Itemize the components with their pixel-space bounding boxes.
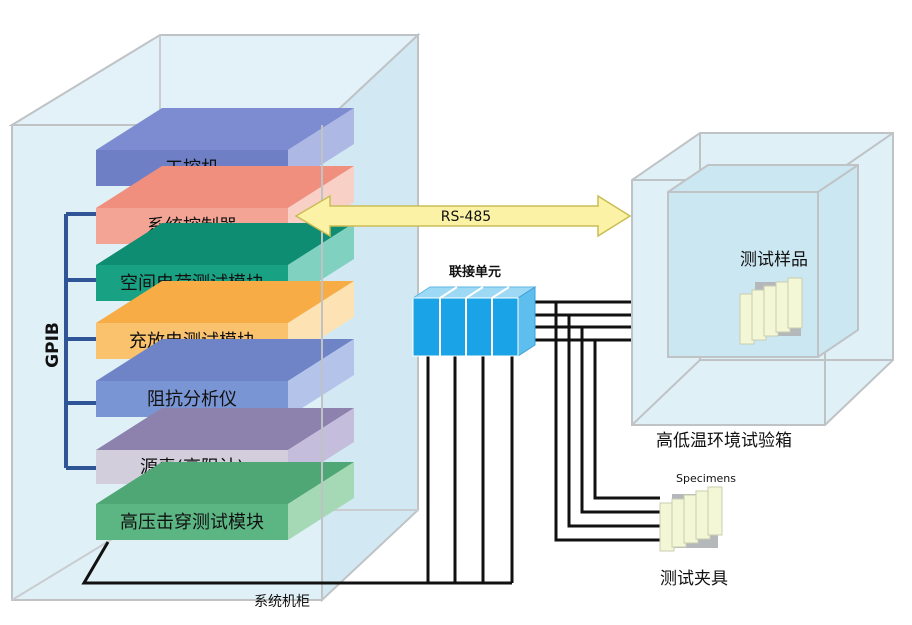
module-top <box>96 339 354 381</box>
module-top <box>96 408 354 450</box>
sample-label: 测试样品 <box>740 250 808 270</box>
module-top <box>96 108 354 150</box>
specimens-label: Specimens <box>676 472 736 485</box>
connector-label: 联接单元 <box>449 264 501 280</box>
module-stack: 工控机系统控制器空间电荷测试模块充放电测试模块阻抗分析仪源表(高阻计)高压击穿测… <box>96 108 354 540</box>
module-top <box>96 166 354 208</box>
module-label: 阻抗分析仪 <box>147 389 237 410</box>
chamber-sample-stack <box>739 277 803 345</box>
module-label: 高压击穿测试模块 <box>120 512 264 533</box>
module-top <box>96 462 354 504</box>
chamber-label: 高低温环境试验箱 <box>656 431 792 451</box>
connector-unit <box>411 286 537 357</box>
cabinet-label: 系统机柜 <box>254 594 310 610</box>
module-front <box>96 504 288 540</box>
rs485-double-arrow <box>294 194 632 238</box>
fixture-label: 测试夹具 <box>660 569 728 589</box>
environment-chamber <box>631 132 894 426</box>
gpib-bus <box>64 212 96 470</box>
fixture-specimen-stack <box>659 486 723 552</box>
rs485-label: RS-485 <box>441 209 491 225</box>
module-top <box>96 223 354 265</box>
module-top <box>96 281 354 323</box>
gpib-label: GPIB <box>43 322 63 368</box>
signal-wires <box>81 300 660 585</box>
